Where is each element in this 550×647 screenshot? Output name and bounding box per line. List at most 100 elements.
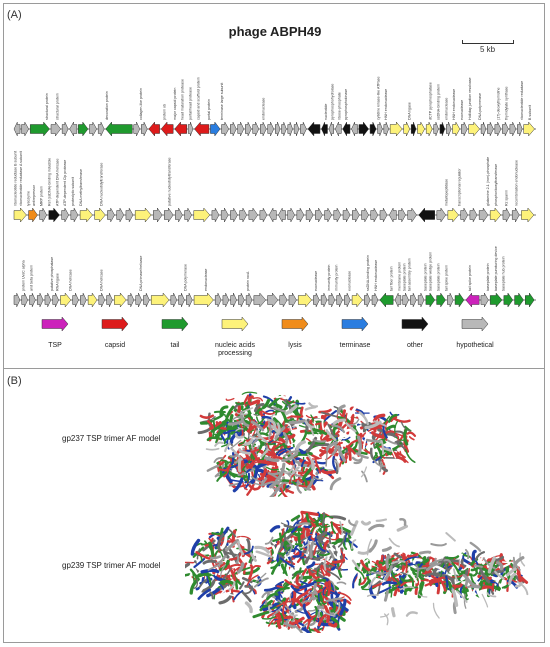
gene-label: MRP protein [40, 186, 44, 206]
gene-arrow [410, 292, 417, 308]
gene-arrow [281, 121, 287, 137]
gene-arrow [211, 207, 220, 223]
gene-label: DNA methyltransferase [79, 169, 83, 206]
gene-arrow [248, 207, 259, 223]
gene-arrow [369, 121, 377, 137]
gene-arrow [379, 207, 388, 223]
gene-arrow [379, 292, 394, 308]
gene-label: dCTP pyrophosphatase [429, 82, 433, 120]
gene-arrow [80, 292, 87, 308]
gp239-protein-structure [185, 510, 529, 633]
gene-label: ribonucleotide reductase A subunit [19, 151, 23, 206]
gene-label: B subunit [528, 105, 532, 120]
gene-label: ribonucleotide reductase B subunit [14, 151, 18, 206]
gene-arrow [98, 292, 106, 308]
gene-arrow [148, 121, 160, 137]
gene-label: capsid and scaffold protein [196, 77, 200, 120]
gp239-model-label: gp239 TSP trimer AF model [62, 561, 161, 570]
gene-arrow [259, 121, 267, 137]
gene-arrow [307, 121, 321, 137]
gene-label: HNH endonuclease [452, 89, 456, 120]
gene-arrow [417, 292, 425, 308]
gene-label: membrane protein [397, 262, 401, 291]
gene-arrow [170, 292, 178, 308]
gene-arrow [324, 207, 332, 223]
protein-domain [252, 574, 352, 633]
gene-arrow [398, 207, 406, 223]
gene-arrow [237, 121, 245, 137]
gene-arrow [447, 207, 459, 223]
gene-label: immunity protein [327, 265, 331, 291]
gene-label: glutamine 2-1 (iron)-phosphate [486, 157, 490, 206]
gene-arrow [521, 207, 535, 223]
gene-label: antirepressor [32, 184, 36, 206]
legend-label: lysis [288, 342, 302, 349]
gene-label: HNH endonuclease [374, 260, 378, 291]
gene-arrow [28, 207, 38, 223]
gene-arrow [333, 207, 342, 223]
gene-arrow [245, 292, 253, 308]
gene-arrow [296, 207, 305, 223]
gene-label: major capsid protein [173, 88, 177, 120]
gene-arrow [293, 121, 300, 137]
gene-label: metallopeptidase [444, 179, 448, 206]
gene-arrow [315, 207, 323, 223]
gene-arrow [370, 207, 379, 223]
gene-arrow [344, 292, 351, 308]
gene-arrow [222, 292, 230, 308]
gene-arrow [478, 207, 489, 223]
gene-arrow [460, 207, 469, 223]
gene-label: tail assembly protein [408, 258, 412, 291]
genome-title: phage ABPH49 [228, 24, 322, 39]
legend-label: TSP [48, 342, 62, 349]
gene-arrow [321, 121, 328, 137]
gene-arrow [417, 121, 426, 137]
gene-label: baseplate protein [423, 263, 427, 291]
gene-label: pyrophosphokinase [344, 89, 348, 120]
figure-frame [3, 3, 545, 643]
gene-arrow [489, 207, 502, 223]
protein-loops [205, 402, 397, 491]
gene-label: Rz spanin [504, 190, 508, 206]
gene-arrow [50, 121, 61, 137]
gene-arrow [452, 121, 461, 137]
gene-label: collagen-like protein [139, 88, 143, 120]
gene-arrow [259, 207, 268, 223]
legend-label: processing [218, 350, 252, 357]
gene-arrow [61, 121, 69, 137]
gene-label: HNH endonuclease [384, 89, 388, 120]
gene-arrow [436, 207, 447, 223]
gene-arrow [480, 121, 487, 137]
gene-label: exonuclease [348, 271, 352, 291]
protein-domain [424, 549, 529, 601]
gene-arrow [194, 121, 210, 137]
gene-arrow [39, 207, 47, 223]
gene-arrow [287, 121, 293, 137]
gene-label: Ref (ssDNA)-binding inducible [48, 158, 52, 206]
gene-arrow [489, 292, 503, 308]
gene-arrow [125, 207, 134, 223]
gene-arrow [410, 121, 417, 137]
gene-label: ATP-dependent DNA helicase [55, 159, 59, 206]
gene-arrow [525, 292, 535, 308]
gene-arrow [160, 121, 174, 137]
gene-arrow [153, 207, 163, 223]
gene-arrow [238, 292, 245, 308]
gene-arrow [361, 207, 369, 223]
gene-arrow [511, 207, 520, 223]
gene-label: recombination endonuclease [515, 160, 519, 206]
gene-label: RNA ligase [55, 273, 59, 291]
gene-arrow [21, 121, 30, 137]
gene-label: putative nucleotidyltransferase [168, 157, 172, 206]
gene-label: tail spike protein [444, 265, 448, 291]
legend-label: hypothetical [456, 342, 494, 349]
gene-arrow [44, 292, 52, 308]
gene-arrow [107, 207, 115, 223]
gene-arrow [94, 207, 106, 223]
gene-label: putative phosphatase [50, 257, 54, 291]
gene-arrow [300, 121, 307, 137]
gene-arrow [407, 207, 417, 223]
gene-arrow [106, 292, 113, 308]
gene-label: exonuclease [460, 100, 464, 120]
